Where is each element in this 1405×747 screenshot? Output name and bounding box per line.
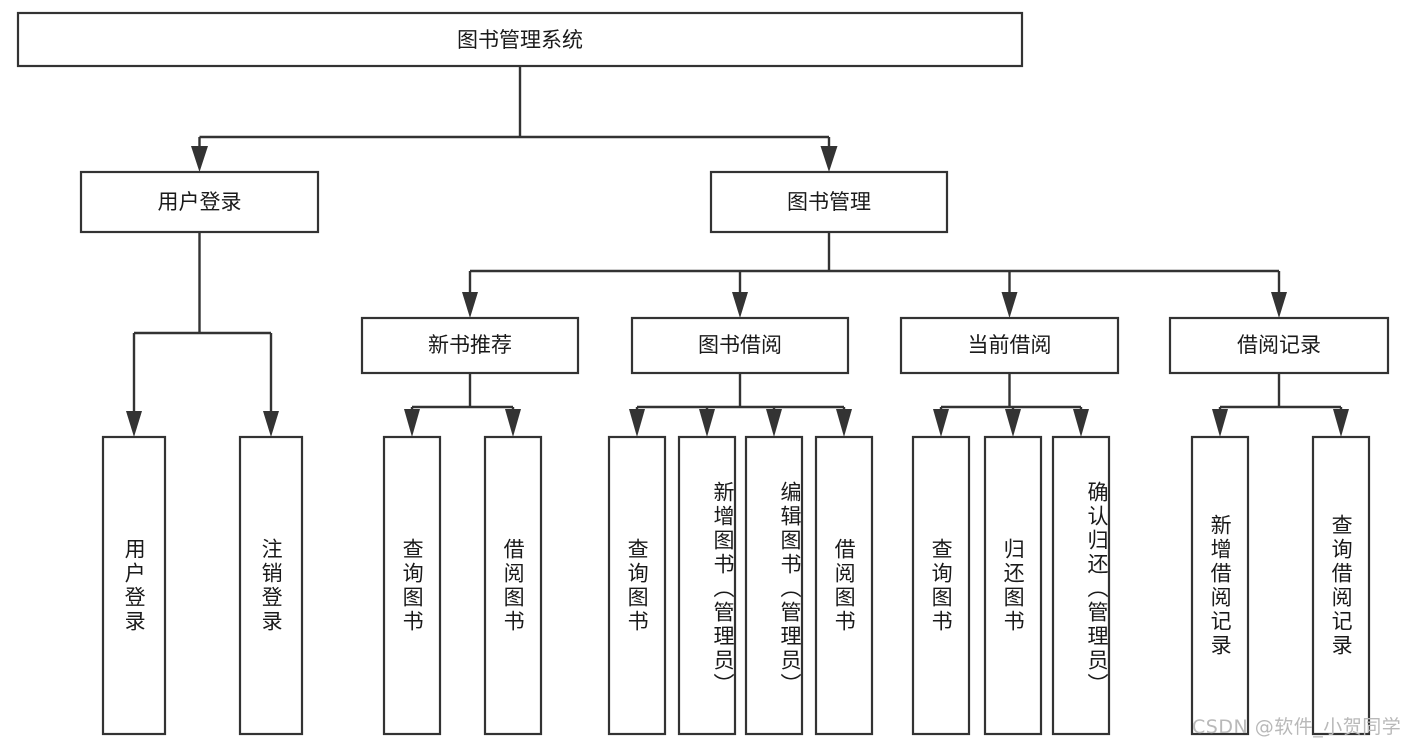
arrowhead-borrow-record-leaf-2 (1333, 409, 1349, 437)
node-book-manage-box[interactable] (709, 170, 949, 234)
csdn-watermark: CSDN @软件_小贺同学 (1192, 716, 1402, 738)
node-book-borrow-box[interactable] (630, 316, 850, 375)
leaf-boxes-layer (101, 435, 1371, 736)
arrowhead-book-manage-to-new-book (462, 292, 478, 318)
connectors-layer (126, 66, 1349, 437)
node-root[interactable]: 图书管理系统 (16, 11, 1024, 68)
arrowhead-root-to-book-manage (820, 146, 838, 172)
arrowhead-user-login-leaf-1 (126, 411, 142, 437)
node-book-manage-label: 图书管理 (787, 190, 871, 214)
node-new-book-recommend-box[interactable] (360, 316, 580, 375)
leaf-user-login-box[interactable] (101, 435, 167, 736)
arrowhead-current-borrow-leaf-1 (933, 409, 949, 437)
node-borrow-record[interactable]: 借阅记录 (1168, 316, 1390, 375)
leaf-query-book-1-box[interactable] (382, 435, 442, 736)
node-user-login-box[interactable] (79, 170, 320, 234)
arrowhead-current-borrow-leaf-2 (1005, 409, 1021, 437)
node-current-borrow-box[interactable] (899, 316, 1120, 375)
arrowhead-borrow-record-leaf-1 (1212, 409, 1228, 437)
leaf-user-logout-box[interactable] (238, 435, 304, 736)
arrowhead-book-manage-to-borrow-record (1271, 292, 1287, 318)
leaf-confirm-return-box[interactable] (1051, 435, 1111, 736)
leaf-query-book-3-box[interactable] (911, 435, 971, 736)
node-user-login[interactable]: 用户登录 (79, 170, 320, 234)
arrowhead-book-borrow-leaf-3 (766, 409, 782, 437)
node-user-login-label: 用户登录 (158, 190, 242, 214)
leaf-borrow-book-2-box[interactable] (814, 435, 874, 736)
node-root-label: 图书管理系统 (457, 28, 583, 52)
arrowhead-book-borrow-leaf-2 (699, 409, 715, 437)
leaf-edit-book-box[interactable] (744, 435, 804, 736)
node-root-box[interactable] (16, 11, 1024, 68)
arrowhead-book-manage-to-current-borrow (1001, 292, 1018, 318)
node-current-borrow-label: 当前借阅 (968, 333, 1052, 357)
node-book-borrow-label: 图书借阅 (698, 333, 782, 357)
arrowhead-book-borrow-leaf-1 (629, 409, 645, 437)
arrowhead-book-borrow-leaf-4 (836, 409, 852, 437)
arrowhead-root-to-user-login (191, 146, 208, 172)
arrowhead-current-borrow-leaf-3 (1073, 409, 1089, 437)
arrowhead-new-book-leaf-1 (404, 409, 420, 437)
leaf-return-book-box[interactable] (983, 435, 1043, 736)
node-book-borrow[interactable]: 图书借阅 (630, 316, 850, 375)
leaf-borrow-book-1-box[interactable] (483, 435, 543, 736)
node-current-borrow[interactable]: 当前借阅 (899, 316, 1120, 375)
node-borrow-record-label: 借阅记录 (1237, 333, 1321, 357)
arrowhead-book-manage-to-book-borrow (732, 292, 748, 318)
node-new-book-recommend-label: 新书推荐 (428, 333, 512, 357)
leaf-query-borrow-record-box[interactable] (1311, 435, 1371, 736)
leaf-query-book-2-box[interactable] (607, 435, 667, 736)
node-borrow-record-box[interactable] (1168, 316, 1390, 375)
arrowhead-new-book-leaf-2 (505, 409, 521, 437)
leaf-add-borrow-record-box[interactable] (1190, 435, 1250, 736)
node-book-manage[interactable]: 图书管理 (709, 170, 949, 234)
arrowhead-user-login-leaf-2 (263, 411, 279, 437)
leaf-add-book-box[interactable] (677, 435, 737, 736)
node-new-book-recommend[interactable]: 新书推荐 (360, 316, 580, 375)
